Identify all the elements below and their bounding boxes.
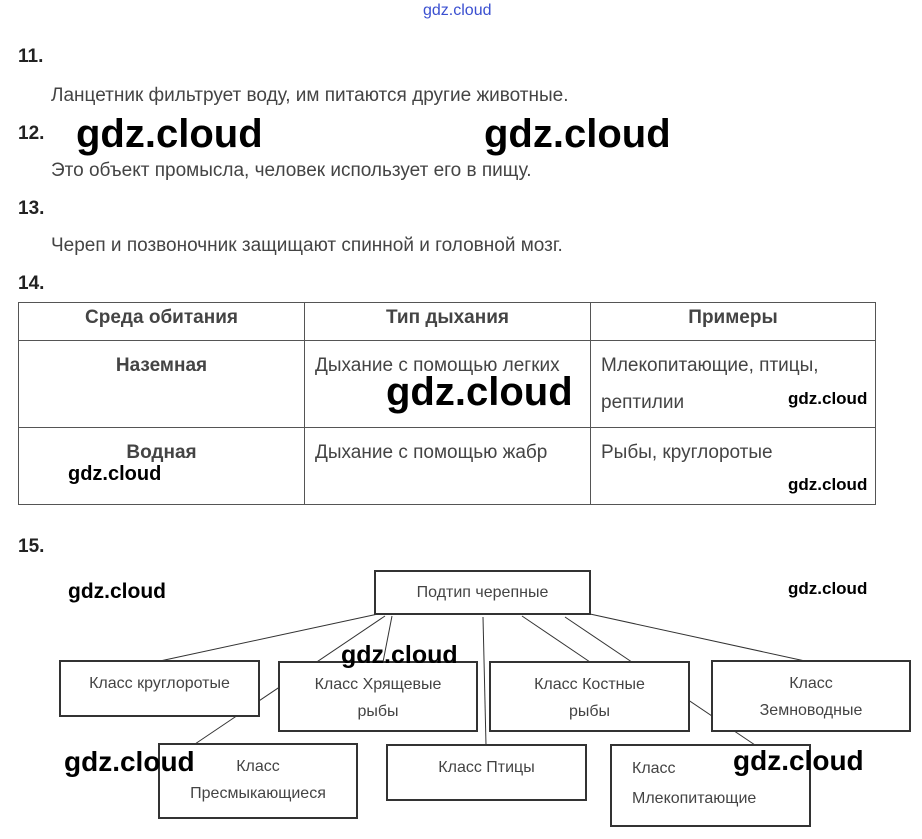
- class-box: Класс круглоротые: [59, 660, 260, 717]
- q12-number: 12.: [18, 123, 45, 144]
- connector-line: [482, 616, 487, 746]
- q13-number: 13.: [18, 198, 45, 219]
- watermark: gdz.cloud: [68, 463, 162, 485]
- table-cell: Водная: [18, 427, 305, 505]
- habitat-table: Среда обитания Тип дыхания Примеры Назем…: [18, 302, 876, 505]
- root-box: Подтип черепные: [374, 570, 591, 615]
- class-box: Класс Птицы: [386, 744, 587, 801]
- connector-line: [159, 613, 379, 662]
- table-cell: Дыхание с помощью жабр: [304, 427, 591, 505]
- watermark: gdz.cloud: [788, 475, 868, 494]
- watermark: gdz.cloud: [733, 745, 864, 776]
- q12-answer: Это объект промысла, человек использует …: [51, 160, 532, 181]
- watermark: gdz.cloud: [386, 370, 573, 414]
- class-box: Класс Хрящевые рыбы: [278, 661, 478, 732]
- q14-number: 14.: [18, 273, 45, 294]
- watermark: gdz.cloud: [341, 641, 458, 669]
- watermark: gdz.cloud: [64, 746, 195, 777]
- q11-number: 11.: [18, 46, 44, 67]
- connector-line: [589, 613, 806, 662]
- watermark: gdz.cloud: [484, 112, 671, 156]
- class-box: Класс Костные рыбы: [489, 661, 690, 732]
- connector-line: [521, 615, 591, 663]
- class-box: Класс Пресмыкающиеся: [158, 743, 358, 819]
- q11-answer: Ланцетник фильтрует воду, им питаются др…: [51, 85, 569, 106]
- table-cell: Наземная: [18, 340, 305, 428]
- table-cell: Млекопитающие, птицы, рептилии: [590, 340, 876, 428]
- header-watermark: gdz.cloud: [423, 2, 492, 19]
- watermark: gdz.cloud: [788, 389, 868, 408]
- class-box: Класс Млекопитающие: [610, 744, 811, 827]
- watermark: gdz.cloud: [76, 112, 263, 156]
- watermark: gdz.cloud: [788, 579, 868, 598]
- connector-line: [382, 615, 393, 663]
- q13-answer: Череп и позвоночник защищают спинной и г…: [51, 235, 563, 256]
- q15-number: 15.: [18, 536, 45, 557]
- watermark: gdz.cloud: [68, 580, 166, 603]
- class-box: Класс Земноводные: [711, 660, 911, 732]
- table-row: Водная Дыхание с помощью жабр Рыбы, круг…: [18, 427, 876, 505]
- table-row: Наземная Дыхание с помощью легких Млекоп…: [18, 340, 876, 428]
- table-cell: Рыбы, круглоротые: [590, 427, 876, 505]
